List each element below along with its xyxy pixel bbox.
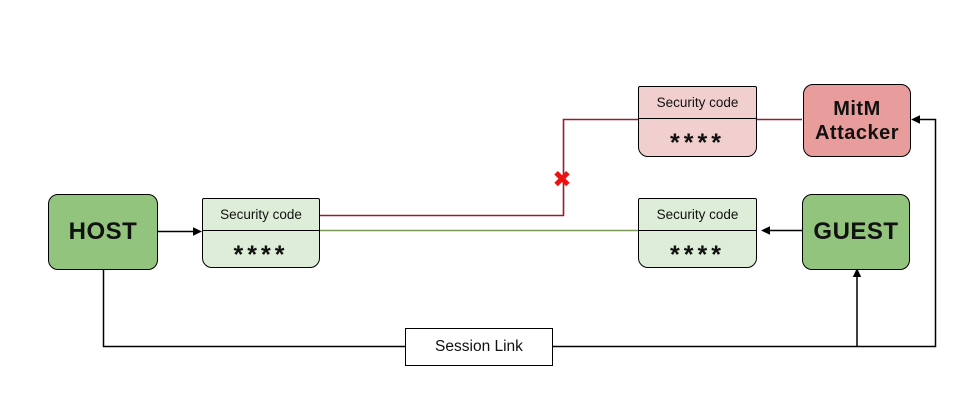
attacker-security-code-value: ****	[670, 129, 725, 157]
session-to-guest-arrowhead-icon	[852, 268, 862, 277]
guest-node: GUEST	[802, 194, 910, 270]
mitm-attacker-label: MitM Attacker	[814, 97, 900, 144]
guest-security-code-value: ****	[670, 240, 725, 269]
host-security-code-box: Security code ****	[202, 198, 320, 269]
host-label: HOST	[68, 218, 138, 245]
session-link-label: Session Link	[435, 338, 523, 355]
mitm-attacker-node: MitM Attacker	[803, 84, 911, 157]
host-to-code-arrowhead-icon	[193, 227, 202, 236]
guest-security-code-label: Security code	[639, 199, 756, 231]
guest-to-code-arrowhead-icon	[761, 226, 770, 235]
host-node: HOST	[48, 194, 158, 270]
red-intercepted-line	[320, 118, 638, 217]
guest-label: GUEST	[813, 218, 899, 245]
guest-security-code-box: Security code ****	[638, 198, 757, 269]
session-link-box: Session Link	[405, 328, 553, 366]
host-to-session-line	[102, 270, 405, 348]
blocked-x-icon: ✖	[552, 167, 571, 193]
host-security-code-label: Security code	[203, 199, 319, 231]
attacker-security-code-box: Security code ****	[638, 86, 757, 157]
host-security-code-value: ****	[233, 240, 289, 269]
session-to-attacker-arrowhead-icon	[911, 115, 920, 124]
session-to-attacker-line	[553, 118, 937, 348]
attacker-security-code-label: Security code	[639, 87, 756, 119]
